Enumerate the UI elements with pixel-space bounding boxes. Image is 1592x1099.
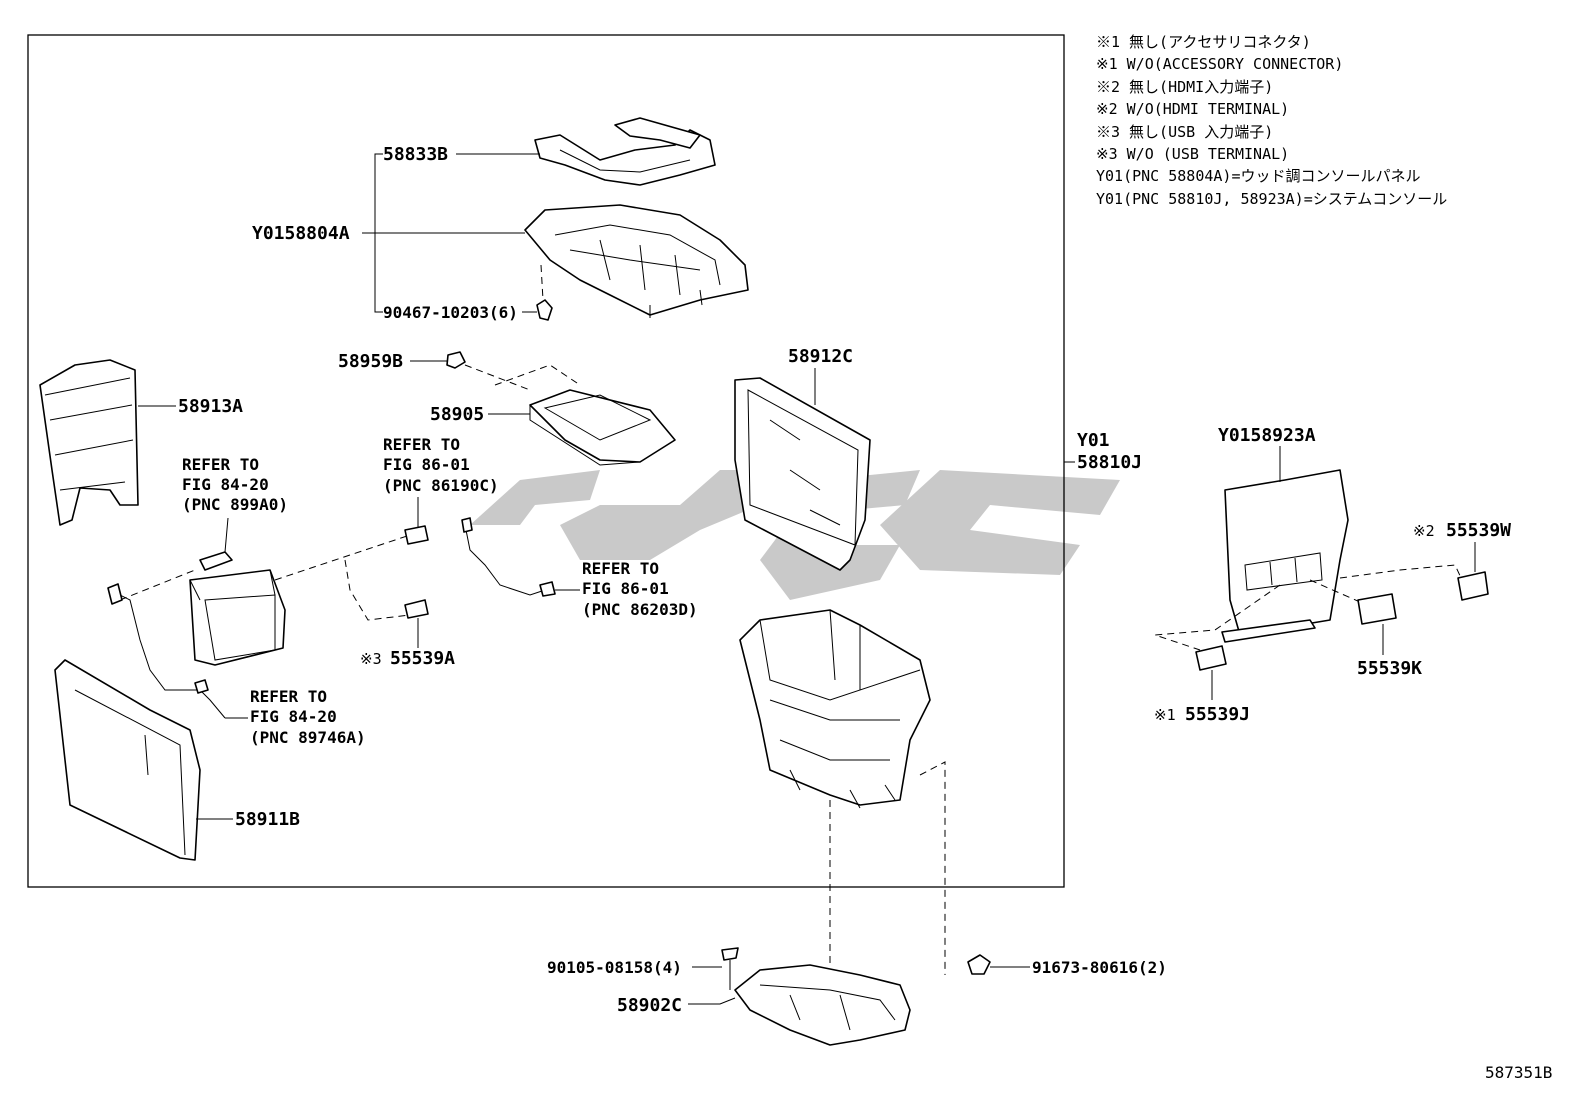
- part-55539A[interactable]: [404, 599, 429, 619]
- part-58911B[interactable]: [54, 659, 201, 861]
- label-Y0158923A[interactable]: Y0158923A: [1218, 425, 1316, 446]
- label-90467-10203[interactable]: 90467-10203(6): [383, 303, 518, 322]
- note-line: ※2 W/O(HDMI TERMINAL): [1096, 100, 1289, 118]
- note-line: Y01(PNC 58810J, 58923A)=システムコンソール: [1096, 190, 1447, 208]
- label-58959B[interactable]: 58959B: [338, 351, 403, 372]
- ref-89746A-line2[interactable]: FIG 84-20: [250, 707, 337, 726]
- label-55539W[interactable]: 55539W: [1446, 520, 1511, 541]
- svg-text:FIG 86-01: FIG 86-01: [383, 455, 470, 474]
- label-58905[interactable]: 58905: [430, 404, 484, 425]
- part-58833B[interactable]: [534, 117, 716, 186]
- document-id: 587351B: [1485, 1063, 1552, 1082]
- svg-text:(PNC 86190C): (PNC 86190C): [383, 476, 499, 495]
- part-55539W[interactable]: [1457, 571, 1489, 601]
- mark-55539A[interactable]: ※3: [360, 650, 382, 668]
- wire-harness-89746A[interactable]: [107, 583, 226, 719]
- ref-89746A-line1[interactable]: REFER TO: [250, 687, 327, 706]
- label-58913A[interactable]: 58913A: [178, 396, 243, 417]
- part-58912C[interactable]: [734, 377, 871, 571]
- note-line: ※1 無し(アクセサリコネクタ): [1096, 33, 1311, 51]
- svg-text:(PNC 899A0): (PNC 899A0): [182, 495, 288, 514]
- part-58905[interactable]: [529, 389, 676, 466]
- label-90105-08158[interactable]: 90105-08158(4): [547, 958, 682, 977]
- label-58902C[interactable]: 58902C: [617, 995, 682, 1016]
- svg-text:REFER TO: REFER TO: [582, 559, 659, 578]
- part-58913A[interactable]: [39, 359, 139, 526]
- part-55539J[interactable]: [1195, 645, 1227, 671]
- label-58810J[interactable]: 58810J: [1077, 452, 1142, 473]
- part-55539K[interactable]: [1357, 593, 1397, 625]
- part-console-bezel[interactable]: [189, 569, 286, 666]
- notes-block: ※1 無し(アクセサリコネクタ) ※1 W/O(ACCESSORY CONNEC…: [1096, 33, 1447, 208]
- label-Y01[interactable]: Y01: [1077, 430, 1110, 451]
- note-line: ※3 無し(USB 入力端子): [1096, 123, 1273, 141]
- svg-text:FIG 86-01: FIG 86-01: [582, 579, 669, 598]
- part-899A0-bracket[interactable]: [199, 551, 233, 571]
- svg-text:FIG 84-20: FIG 84-20: [182, 475, 269, 494]
- part-58959B[interactable]: [446, 351, 466, 369]
- label-58912C[interactable]: 58912C: [788, 346, 853, 367]
- reference-86190C[interactable]: REFER TO FIG 86-01 (PNC 86190C): [383, 435, 499, 495]
- part-91673-bolt[interactable]: [967, 954, 991, 975]
- svg-text:(PNC 86203D): (PNC 86203D): [582, 600, 698, 619]
- assembly-frame: [27, 34, 1065, 888]
- watermark-logo: [470, 470, 1120, 600]
- note-line: ※3 W/O (USB TERMINAL): [1096, 145, 1289, 163]
- reference-899A0[interactable]: REFER TO FIG 84-20 (PNC 899A0): [182, 455, 288, 514]
- svg-text:REFER TO: REFER TO: [182, 455, 259, 474]
- label-55539A[interactable]: 55539A: [390, 648, 455, 669]
- wire-harness-86203D[interactable]: [461, 517, 556, 597]
- svg-text:REFER TO: REFER TO: [383, 435, 460, 454]
- note-line: ※1 W/O(ACCESSORY CONNECTOR): [1096, 55, 1343, 73]
- note-line: ※2 無し(HDMI入力端子): [1096, 78, 1273, 96]
- label-91673-80616[interactable]: 91673-80616(2): [1032, 958, 1167, 977]
- mark-55539J[interactable]: ※1: [1154, 706, 1176, 724]
- label-Y0158804A[interactable]: Y0158804A: [252, 223, 350, 244]
- label-58911B[interactable]: 58911B: [235, 809, 300, 830]
- ref-89746A-line3[interactable]: (PNC 89746A): [250, 728, 366, 747]
- label-58833B[interactable]: 58833B: [383, 144, 448, 165]
- reference-86203D[interactable]: REFER TO FIG 86-01 (PNC 86203D): [582, 559, 698, 619]
- part-86190C-connector[interactable]: [404, 525, 429, 545]
- part-90105-bolt[interactable]: [721, 947, 739, 990]
- part-Y0158923A[interactable]: [1221, 469, 1349, 643]
- part-90467-clip[interactable]: [536, 264, 553, 321]
- label-55539J[interactable]: 55539J: [1185, 704, 1250, 725]
- part-58810J-console-box[interactable]: [739, 609, 931, 809]
- part-58902C-bracket[interactable]: [734, 964, 911, 1046]
- part-Y0158804A[interactable]: [524, 204, 749, 318]
- mark-55539W[interactable]: ※2: [1413, 522, 1435, 540]
- note-line: Y01(PNC 58804A)=ウッド調コンソールパネル: [1096, 167, 1421, 185]
- label-55539K[interactable]: 55539K: [1357, 658, 1422, 679]
